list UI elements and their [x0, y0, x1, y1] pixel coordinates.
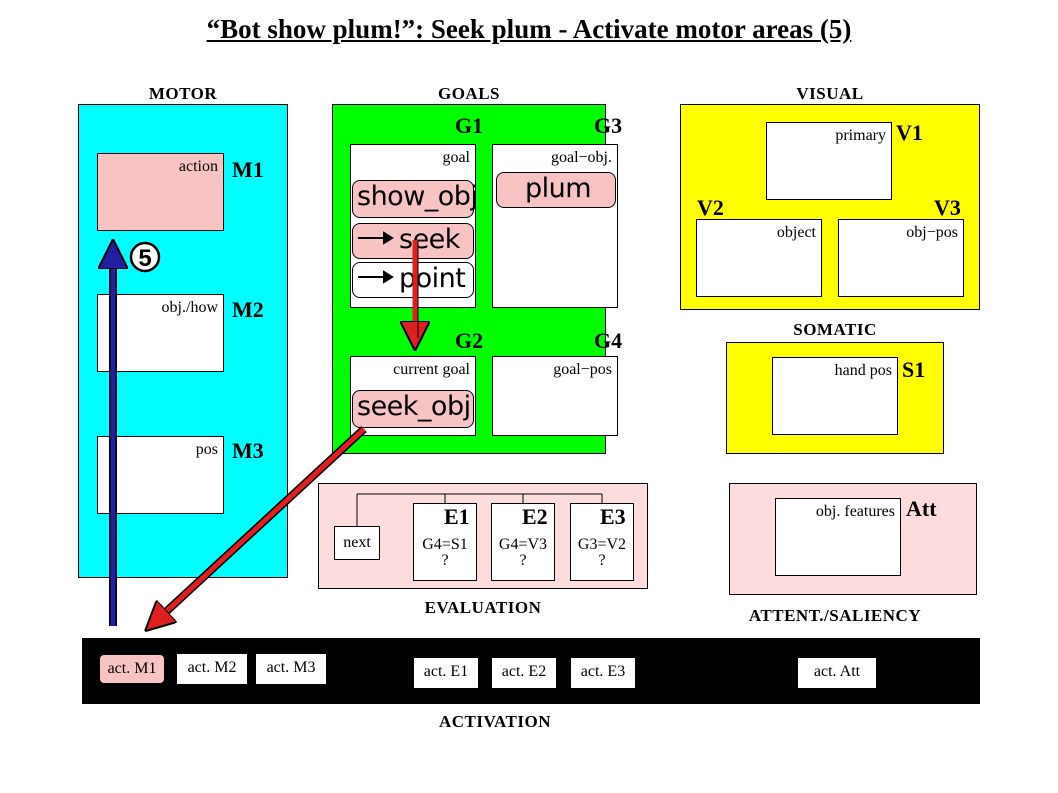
- m3-label: M3: [232, 438, 264, 463]
- motor-heading: MOTOR: [148, 84, 218, 103]
- seek-pointer-icon: [358, 231, 394, 245]
- v3-obj-pos-box: obj−pos: [838, 219, 964, 297]
- v1-primary-box: primary: [766, 122, 892, 200]
- attention-heading: ATTENT./SALIENCY: [748, 606, 922, 625]
- evaluation-bracket: [356, 493, 603, 526]
- evaluation-heading: EVALUATION: [424, 598, 542, 617]
- act-e3: act. E3: [571, 658, 635, 688]
- goals-heading: GOALS: [437, 84, 501, 103]
- att-features-box: obj. features: [775, 498, 901, 576]
- e1-question: ?: [441, 552, 449, 569]
- step-number: 5: [138, 245, 151, 272]
- act-e1: act. E1: [414, 658, 478, 688]
- act-m3: act. M3: [256, 654, 326, 684]
- v2-label: V2: [697, 195, 724, 220]
- att-label: Att: [906, 496, 937, 521]
- e2-label: E2: [522, 504, 548, 529]
- next-box: next: [334, 526, 380, 560]
- s1-label: S1: [902, 357, 926, 382]
- g3-goal-obj-box: goal−obj.: [492, 144, 618, 308]
- g4-goal-pos-box: goal−pos: [492, 356, 618, 436]
- e1-expression: G4=S1: [422, 536, 468, 553]
- e2-box: [491, 503, 555, 581]
- act-att: act. Att: [798, 658, 876, 688]
- page-title: “Bot show plum!”: Seek plum - Activate m…: [206, 14, 852, 44]
- act-e2: act. E2: [492, 658, 556, 688]
- e3-box: [570, 503, 634, 581]
- m2-obj-how-box: obj./how: [97, 294, 224, 372]
- m3-pos-box: pos: [97, 436, 224, 514]
- point-pointer-icon: [358, 270, 394, 284]
- e2-question: ?: [519, 552, 527, 569]
- g3-label: G3: [594, 113, 623, 138]
- s1-hand-pos-box: hand pos: [772, 357, 898, 435]
- g1-label: G1: [455, 113, 484, 138]
- e2-expression: G4=V3: [498, 536, 548, 553]
- e3-label: E3: [600, 504, 626, 529]
- m1-label: M1: [232, 157, 264, 182]
- g2-label: G2: [455, 328, 484, 353]
- act-m2: act. M2: [177, 654, 247, 684]
- act-m1: act. M1: [99, 654, 165, 684]
- v1-label: V1: [896, 120, 923, 145]
- somatic-heading: SOMATIC: [793, 320, 877, 339]
- m1-action-box: action: [97, 153, 224, 231]
- e3-expression: G3=V2: [577, 536, 627, 553]
- goal-obj-value-plum: plum: [496, 172, 616, 208]
- goal-item-show-obj: show_obj: [352, 180, 478, 218]
- activation-heading: ACTIVATION: [438, 712, 552, 731]
- visual-heading: VISUAL: [796, 84, 864, 103]
- step-badge-icon: [129, 241, 161, 273]
- current-goal-to-activation-arrow: [156, 427, 366, 621]
- current-goal-value-seek-obj: seek_obj: [352, 390, 474, 428]
- v2-object-box: object: [696, 219, 822, 297]
- e3-question: ?: [598, 552, 606, 569]
- e1-box: [413, 503, 477, 581]
- e1-label: E1: [444, 504, 470, 529]
- g4-label: G4: [594, 328, 623, 353]
- m2-label: M2: [232, 297, 264, 322]
- v3-label: V3: [934, 195, 961, 220]
